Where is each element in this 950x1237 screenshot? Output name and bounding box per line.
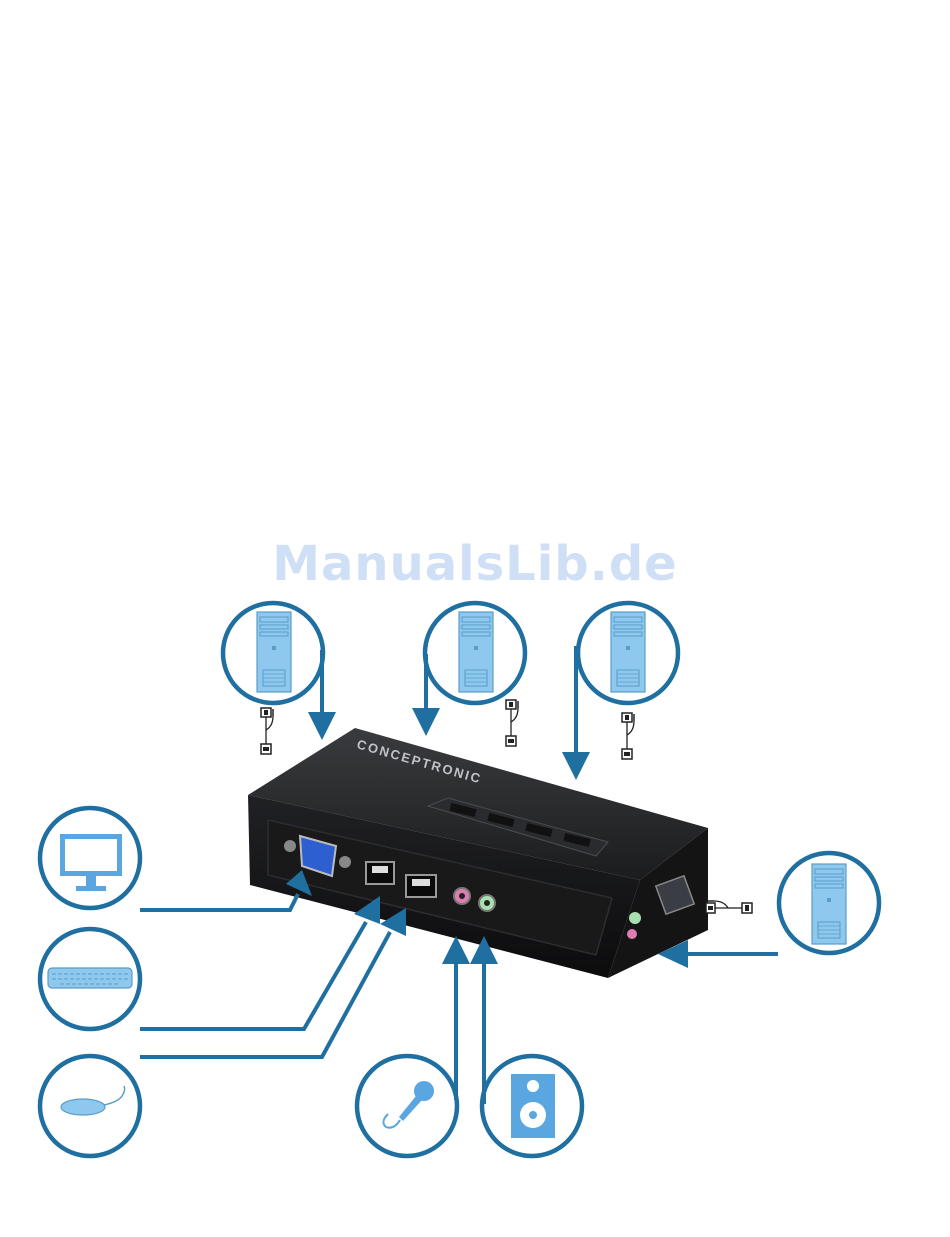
microphone-node — [357, 1056, 457, 1156]
monitor-node — [40, 808, 140, 908]
arrow-monitor — [140, 894, 298, 910]
computer-tower-icon — [257, 612, 291, 692]
cable-icon — [706, 901, 752, 913]
keyboard-node — [40, 929, 140, 1029]
cable-icon — [261, 708, 273, 754]
speaker-node — [482, 1056, 582, 1156]
arrow-mouse — [140, 932, 390, 1057]
computer-tower-icon — [611, 612, 645, 692]
mouse-node — [40, 1056, 140, 1156]
cable-icon — [506, 700, 518, 746]
arrow-keyboard — [140, 922, 366, 1029]
kvm-switch: CONCEPTRONIC — [248, 728, 708, 978]
pc2-node — [425, 603, 525, 746]
pc1-node — [223, 603, 323, 754]
pc4-node — [706, 853, 879, 953]
keyboard-icon — [48, 968, 132, 988]
speaker-icon — [511, 1074, 555, 1138]
cable-icon — [622, 713, 634, 759]
computer-tower-icon — [812, 864, 846, 944]
computer-tower-icon — [459, 612, 493, 692]
pc3-node — [578, 603, 678, 759]
